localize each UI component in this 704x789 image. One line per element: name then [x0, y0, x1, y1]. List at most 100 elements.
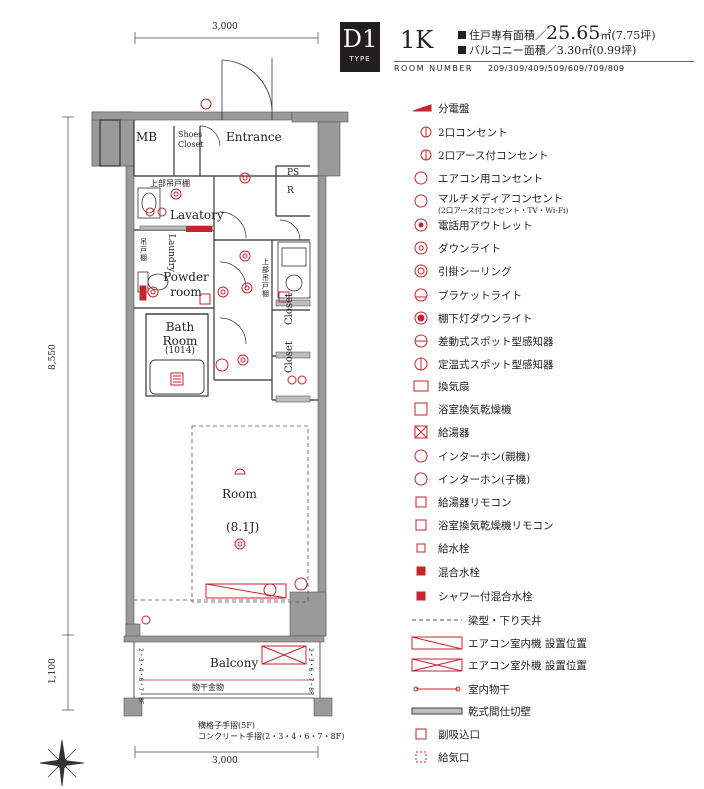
ventilation-fan-icon	[410, 376, 432, 396]
legend-item: 浴室換気乾燥機リモコン	[410, 515, 554, 535]
water-faucet-icon	[410, 538, 432, 558]
electrical-symbols	[139, 98, 308, 625]
mixing-faucet-icon	[410, 562, 432, 582]
shower-faucet-icon	[410, 586, 432, 606]
square-bullet-icon	[458, 31, 466, 39]
top-dimension-label: 3,000	[212, 22, 238, 32]
ps-label: PS	[287, 168, 300, 178]
bracket-light-icon	[410, 285, 432, 305]
multimedia-outlet-icon	[410, 188, 432, 208]
balcony-dimension-label: 1,100	[48, 658, 58, 684]
legend-item: 定温式スポット型感知器	[410, 354, 554, 374]
powder-room-label: Powder room	[163, 270, 209, 299]
balcony-area: バルコニー面積／3.30㎡(0.99坪)	[458, 42, 636, 58]
dryer-remote-icon	[410, 515, 432, 535]
left-dimension-label: 8,550	[48, 344, 58, 370]
left-dimension	[62, 116, 74, 711]
air-intake-icon	[410, 724, 432, 744]
legend-item: 棚下灯ダウンライト	[410, 308, 533, 328]
laundry-label: Laundry	[166, 234, 176, 273]
bath-dryer-symbol	[170, 372, 184, 386]
entrance-door	[221, 58, 273, 120]
legend-item: 引掛シーリング	[410, 261, 512, 281]
bath-room-label: Bath Room	[162, 320, 198, 348]
legend-icons	[411, 104, 463, 763]
water-heater-icon	[410, 422, 432, 442]
handrail-note-2: コンクリート手摺(2・3・4・6・7・8F)	[198, 732, 345, 741]
heater-remote-icon	[410, 492, 432, 512]
upper-shelf-label: 上部吊戸棚	[262, 258, 269, 298]
lavatory-label: Lavatory	[170, 208, 224, 222]
legend-item: 給気口	[410, 747, 470, 767]
legend-item: シャワー付混合水栓	[410, 586, 533, 606]
legend-item: インターホン(子機)	[410, 469, 530, 489]
bathtub	[149, 359, 205, 395]
dry-wall-icon	[410, 701, 462, 721]
legend-item: 2口アース付コンセント	[410, 145, 549, 165]
intercom-slave-icon	[410, 469, 432, 489]
under-shelf-downlight-icon	[410, 308, 432, 328]
beam-lines	[134, 425, 309, 603]
rate-spot-sensor-icon	[410, 331, 432, 351]
entrance-label: Entrance	[226, 130, 282, 144]
dry-walls	[139, 225, 311, 403]
top-dimension	[134, 32, 319, 44]
ac-outdoor-unit	[261, 645, 307, 665]
legend-item: 混合水栓	[410, 562, 480, 582]
legend-item: 給湯器	[410, 422, 470, 442]
type-label: TYPE	[349, 55, 371, 63]
legend-item: 給湯器リモコン	[410, 492, 512, 512]
legend-item: 換気扇	[410, 376, 470, 396]
legend-item: 室内物干	[410, 679, 510, 699]
floor-note-left: 2・3・4・6・7・8F	[137, 648, 144, 705]
legend-item: エアコン用コンセント	[410, 168, 543, 188]
ac-outlet-icon	[410, 168, 432, 188]
lavatory-basin	[137, 187, 161, 219]
compass-icon	[39, 739, 85, 787]
distribution-board-icon	[410, 98, 432, 118]
multimedia-sub-label: (2口アース付コンセント・TV・Wi-Fi)	[438, 206, 569, 215]
handrail-note-1: 横格子手摺(5F)	[198, 721, 255, 730]
structural-walls	[91, 111, 349, 717]
legend-item: 分電盤	[410, 98, 470, 118]
room-size-label: (8.1J)	[226, 520, 260, 534]
shoes-closet-label: Shoes Closet	[178, 130, 204, 149]
room-number-value: 209/309/409/509/609/709/809	[488, 64, 625, 73]
downlight-icon	[410, 238, 432, 258]
balcony-label: Balcony	[210, 656, 259, 670]
fixed-temp-sensor-icon	[410, 354, 432, 374]
bottom-dimension	[134, 746, 319, 758]
type-code: D1	[342, 25, 378, 53]
phone-outlet-icon	[410, 215, 432, 235]
drying-pole-icon	[410, 679, 462, 699]
legend-item: インターホン(親機)	[410, 446, 530, 466]
legend-item: エアコン室内機 設置位置	[410, 633, 587, 653]
exclusive-area: 住戸専有面積／25.65㎡(7.75坪)	[458, 22, 655, 44]
square-bullet-icon	[458, 46, 466, 54]
legend-item: 梁型・下り天井	[410, 610, 542, 630]
floor-note-right: 2・3・6・7・8F	[307, 648, 314, 695]
upper-cabinet-label: 上部吊戸棚	[150, 179, 190, 188]
room-label: Room	[222, 487, 257, 501]
room-number-label: ROOM NUMBER	[394, 64, 473, 73]
legend-item: 副吸込口	[410, 724, 480, 744]
legend-item: 浴室換気乾燥機	[410, 399, 512, 419]
ac-indoor-icon	[410, 633, 462, 653]
legend-item: エアコン室外機 設置位置	[410, 655, 587, 675]
kitchen	[277, 241, 311, 299]
bath-size-label: (1014)	[165, 346, 195, 356]
beam-line-icon	[410, 610, 462, 630]
bath-dryer-icon	[410, 399, 432, 419]
header-divider	[394, 61, 694, 62]
legend-item: マルチメディアコンセント	[410, 188, 563, 208]
intercom-master-icon	[410, 446, 432, 466]
closet-label-1: Closet	[284, 293, 295, 325]
double-outlet-icon	[410, 122, 432, 142]
ac-outdoor-icon	[410, 655, 462, 675]
legend-item: 2口コンセント	[410, 122, 508, 142]
legend-item: ダウンライト	[410, 238, 501, 258]
air-supply-icon	[410, 747, 432, 767]
legend-item: 給水栓	[410, 538, 470, 558]
ceiling-hook-icon	[410, 261, 432, 281]
